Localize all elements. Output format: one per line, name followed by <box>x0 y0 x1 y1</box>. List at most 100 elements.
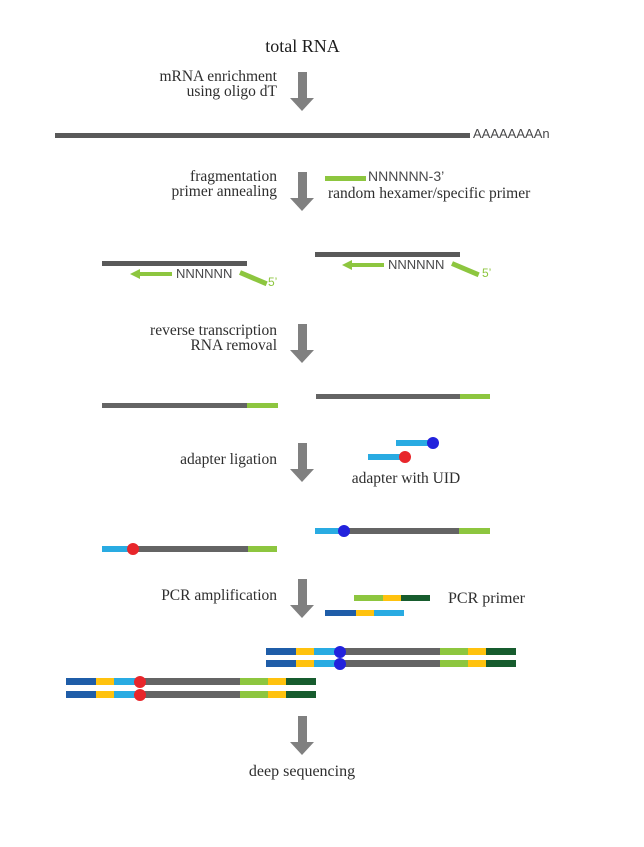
uid-red-dot <box>399 451 411 463</box>
arrow-stem <box>298 579 307 605</box>
down-arrow-icon <box>290 443 315 482</box>
step-label-line: fragmentation <box>190 168 277 185</box>
step-label-pcr-amplification: PCR amplification <box>60 587 277 604</box>
step-label-line: RNA removal <box>190 337 277 354</box>
arrow-stem <box>298 172 307 198</box>
adapter-bar-top <box>396 440 431 446</box>
segment-yellow <box>296 660 314 667</box>
arrow-head <box>130 269 140 279</box>
arrow-head <box>290 350 314 363</box>
segment-yellow <box>96 691 114 698</box>
rna-fragment-bar-left <box>102 261 247 266</box>
step-label-line: adapter ligation <box>180 451 277 468</box>
step-label-mrna-enrichment: mRNA enrichment using oligo dT <box>60 68 277 100</box>
segment-light-green <box>240 691 268 698</box>
segment-yellow <box>468 648 486 655</box>
arrow-head <box>290 98 314 111</box>
ligated-adapter-right <box>315 528 343 534</box>
uid-blue-dot <box>334 657 346 670</box>
segment-cyan <box>314 648 340 655</box>
five-prime-label: 5’ <box>268 275 278 289</box>
ligated-adapter-left <box>102 546 131 552</box>
primer-segment-yellow <box>383 595 401 601</box>
primer-tail-bar <box>451 261 480 278</box>
cdna-bar-left <box>102 403 247 408</box>
arrow-stem <box>298 443 307 469</box>
primer-left-arrow-icon <box>130 269 173 279</box>
polya-tail-label: AAAAAAAAn <box>473 126 550 141</box>
uid-red-dot <box>134 675 146 688</box>
segment-yellow <box>296 648 314 655</box>
hexamer-label: NNNNNN <box>388 257 445 272</box>
segment-gray-insert <box>340 660 440 667</box>
random-primer-bar <box>325 176 366 181</box>
step-label-line: mRNA enrichment <box>159 68 277 85</box>
down-arrow-icon <box>290 324 315 363</box>
segment-light-green <box>440 648 468 655</box>
ligated-primer-end-left <box>248 546 277 552</box>
step-label-adapter-ligation: adapter ligation <box>60 451 277 468</box>
primer-left-arrow-icon <box>342 260 385 270</box>
segment-cyan <box>114 678 140 685</box>
arrow-shaft <box>351 263 384 267</box>
pcr-primer-bottom <box>325 610 404 616</box>
arrow-stem <box>298 324 307 350</box>
primer-segment-cyan <box>374 610 404 616</box>
pcr-primer-caption: PCR primer <box>448 590 525 607</box>
segment-dark-green <box>486 648 516 655</box>
arrow-shaft <box>139 272 172 276</box>
segment-dark-blue <box>266 660 296 667</box>
cdna-primer-end-right <box>460 394 490 399</box>
segment-dark-green <box>486 660 516 667</box>
segment-dark-blue <box>266 648 296 655</box>
segment-yellow <box>268 691 286 698</box>
uid-blue-dot <box>427 437 439 449</box>
primer-segment-dark-blue <box>325 610 356 616</box>
adapter-bar-bottom <box>368 454 403 460</box>
step-label-reverse-transcription: reverse transcription RNA removal <box>60 322 277 354</box>
arrow-stem <box>298 72 307 98</box>
amplicon-bar <box>66 675 316 688</box>
arrow-head <box>342 260 352 270</box>
down-arrow-icon <box>290 716 315 755</box>
step-label-line: PCR amplification <box>161 587 277 604</box>
step-label-line: primer annealing <box>171 183 277 200</box>
uid-red-dot <box>134 688 146 701</box>
primer-description-label: random hexamer/specific primer <box>328 185 531 202</box>
amplicon-bar <box>266 657 516 670</box>
arrow-head <box>290 198 314 211</box>
segment-yellow <box>96 678 114 685</box>
primer-segment-light-green <box>354 595 383 601</box>
segment-dark-blue <box>66 691 96 698</box>
cdna-primer-end-left <box>247 403 278 408</box>
amplicon-bar <box>266 645 516 658</box>
arrow-head <box>290 742 314 755</box>
down-arrow-icon <box>290 579 315 618</box>
step-label-line: reverse transcription <box>150 322 277 339</box>
ligated-primer-end-right <box>459 528 490 534</box>
down-arrow-icon <box>290 72 315 111</box>
mrna-bar <box>55 133 470 138</box>
segment-cyan <box>114 691 140 698</box>
step-label-fragmentation: fragmentation primer annealing <box>60 168 277 200</box>
segment-dark-green <box>286 678 316 685</box>
primer-tail-bar <box>239 270 268 287</box>
ligated-insert-right <box>343 528 459 534</box>
segment-dark-blue <box>66 678 96 685</box>
amplicon-bar <box>66 688 316 701</box>
deep-sequencing-label: deep sequencing <box>248 763 356 780</box>
segment-cyan <box>314 660 340 667</box>
adapter-caption: adapter with UID <box>351 470 461 487</box>
down-arrow-icon <box>290 172 315 211</box>
primer-segment-dark-green <box>401 595 430 601</box>
segment-gray-insert <box>140 691 240 698</box>
ligated-insert-left <box>132 546 248 552</box>
pcr-primer-top <box>354 595 430 601</box>
segment-light-green <box>440 660 468 667</box>
uid-red-dot <box>127 543 139 555</box>
uid-blue-dot <box>334 645 346 658</box>
segment-light-green <box>240 678 268 685</box>
segment-yellow <box>268 678 286 685</box>
hexamer-label: NNNNNN <box>176 266 233 281</box>
